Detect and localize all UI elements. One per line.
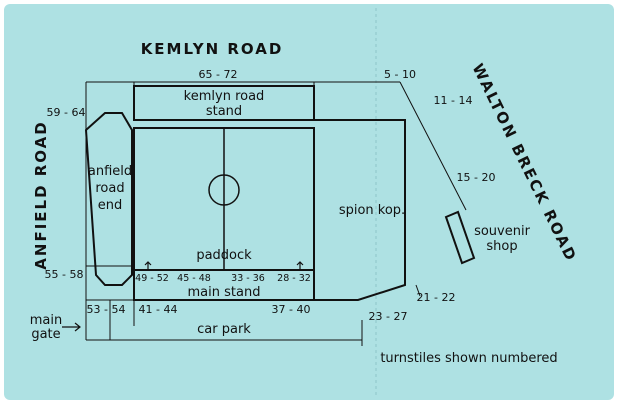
turnstiles-41-44: 41 - 44 <box>139 303 178 316</box>
centre-circle <box>208 174 240 206</box>
anfield-end-label-2: road <box>95 181 124 196</box>
main-gate-label-1: main <box>30 313 62 328</box>
turnstiles-49-52: 49 - 52 <box>135 273 169 284</box>
turnstiles-15-20: 15 - 20 <box>457 171 496 184</box>
anfield-end-label-3: end <box>98 198 123 213</box>
turnstiles-53-54: 53 - 54 <box>87 303 126 316</box>
anfield-end-label-1: anfield <box>88 164 132 179</box>
entry-arrow-28-32 <box>296 261 304 270</box>
turnstiles-55-58: 55 - 58 <box>45 268 84 281</box>
turnstiles-21-22: 21 - 22 <box>417 291 456 304</box>
entry-arrow-49-52 <box>144 261 152 270</box>
souvenir-shop-building <box>444 210 476 265</box>
turnstiles-45-48: 45 - 48 <box>177 273 211 284</box>
anfield-road-label: ANFIELD ROAD <box>32 120 50 269</box>
kemlyn-stand-label-2: stand <box>206 104 242 119</box>
car-park-label: car park <box>197 322 251 337</box>
ticket-card <box>4 4 614 400</box>
turnstiles-37-40: 37 - 40 <box>272 303 311 316</box>
souvenir-shop-label-2: shop <box>486 239 517 254</box>
turnstiles-23-27: 23 - 27 <box>369 310 408 323</box>
main-gate-label-2: gate <box>31 327 60 342</box>
turnstiles-note: turnstiles shown numbered <box>380 351 557 366</box>
paddock-label: paddock <box>196 248 252 263</box>
spion-kop <box>314 119 406 301</box>
spion-kop-label: spion kop. <box>339 203 405 218</box>
main-gate-arrow <box>62 322 81 332</box>
turnstiles-5-10: 5 - 10 <box>384 68 416 81</box>
turnstiles-59-64: 59 - 64 <box>47 106 86 119</box>
turnstiles-65-72: 65 - 72 <box>199 68 238 81</box>
turnstiles-28-32: 28 - 32 <box>277 273 311 284</box>
kemlyn-stand-label-1: kemlyn road <box>184 89 265 104</box>
turnstiles-33-36: 33 - 36 <box>231 273 265 284</box>
main-stand-label: main stand <box>188 285 261 300</box>
boundary-lines <box>85 81 467 346</box>
souvenir-shop-label-1: souvenir <box>474 224 531 239</box>
kemlyn-road-stand <box>133 85 315 121</box>
anfield-road-end <box>84 112 133 286</box>
kemlyn-road-label: KEMLYN ROAD <box>141 40 284 58</box>
turnstiles-11-14: 11 - 14 <box>434 94 473 107</box>
